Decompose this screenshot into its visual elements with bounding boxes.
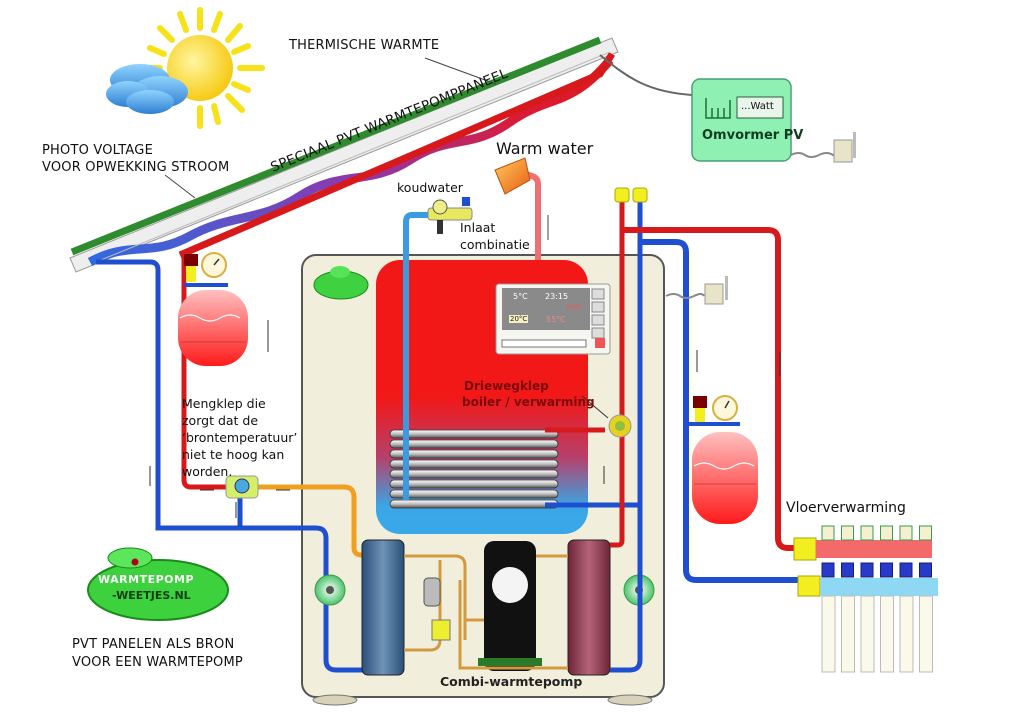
- clock-readout: 23:15: [545, 292, 569, 301]
- caption-line-2: VOOR EEN WARMTEPOMP: [72, 655, 243, 670]
- cabinet-foot: [607, 694, 653, 706]
- condenser-heat-exchanger: [567, 539, 611, 676]
- label-combi-warmtepomp: Combi-warmtepomp: [440, 674, 583, 689]
- mixing-valve-icon: [225, 475, 259, 499]
- air-vent-icon: [614, 187, 648, 203]
- inlet-valve-icon: [427, 197, 473, 234]
- label-vloerverwarming: Vloerverwarming: [786, 500, 906, 516]
- sensor-cable: [665, 293, 705, 299]
- floor-loop-pipe: [899, 595, 914, 673]
- callout-line-pv: [164, 174, 196, 199]
- floor-loop-pipe: [841, 595, 855, 673]
- antenna-module-icon: [704, 276, 728, 305]
- signal-bars-icon: [705, 98, 731, 119]
- filter-drier-icon: [423, 577, 441, 607]
- manifold-valve-cap: [919, 525, 932, 541]
- source-return-pipe: [96, 259, 240, 531]
- label-warm-water: Warm water: [496, 139, 594, 158]
- pressure-gauge-icon: [201, 252, 227, 278]
- manifold-valve-cap: [880, 525, 893, 541]
- controller-display[interactable]: [495, 283, 611, 355]
- logo-line-1: WARMTEPOMP: [98, 573, 195, 586]
- outdoor-temp: 5°C: [513, 292, 528, 301]
- floor-loop-pipe: [880, 595, 894, 673]
- floor-loop-pipe: [919, 595, 933, 673]
- manifold-valve-cap: [860, 525, 874, 541]
- mengklep-line: worden.: [182, 464, 233, 479]
- floor-loop-pipe: [821, 595, 836, 673]
- sun-icon: [139, 7, 265, 129]
- shower-head-icon: [494, 157, 531, 195]
- label-driewegklep: Driewegklep: [464, 379, 549, 393]
- pv-cable: [599, 54, 693, 96]
- callout-line-valve: [581, 395, 609, 419]
- label-inlaat-2: combinatie: [460, 237, 530, 252]
- logo-line-2: -WEETJES.NL: [112, 589, 191, 602]
- flow-meter: [821, 562, 835, 578]
- water-temp: 55°C: [546, 315, 566, 324]
- label-inlaat: Inlaat: [460, 220, 496, 235]
- mengklep-line: Mengklep die: [182, 396, 266, 411]
- flow-meter: [899, 562, 913, 578]
- inverter-box: [691, 78, 792, 162]
- evaporator-heat-exchanger: [361, 539, 405, 676]
- manifold-valve-cap: [899, 525, 913, 541]
- heating-return-pipe: [610, 200, 643, 673]
- circulation-pump-icon: [314, 574, 346, 606]
- mengklep-line: zorgt dat de: [182, 413, 259, 428]
- label-koudwater: koudwater: [397, 180, 463, 195]
- cloud-icon: [106, 64, 188, 114]
- source-hot-pipe: [181, 255, 228, 490]
- manifold-valve-cap: [821, 525, 835, 541]
- flow-meter: [919, 562, 932, 578]
- mixed-source-pipe: [256, 484, 363, 558]
- pressure-gauge-icon: [712, 395, 738, 421]
- floor-loop-pipe: [860, 595, 875, 673]
- floor-heating-loops: [821, 525, 933, 673]
- flow-meter: [880, 562, 893, 578]
- expansion-vessel-icon: [178, 290, 248, 366]
- flow-meter: [860, 562, 874, 578]
- label-thermische-warmte: THERMISCHE WARMTE: [289, 38, 440, 53]
- brand-logo: [87, 547, 229, 621]
- safety-valve-icon: [184, 254, 198, 282]
- mode-readout: SAVE: [566, 304, 582, 311]
- mengklep-note: Mengklep die zorgt dat de ‘brontemperatu…: [182, 395, 297, 480]
- flow-meter: [841, 562, 854, 578]
- antenna-module-icon: [833, 132, 856, 163]
- three-way-valve-icon: [608, 414, 632, 438]
- callout-line-thermal: [424, 57, 497, 85]
- floor-supply-pipe: [622, 227, 806, 551]
- mengklep-line: ‘brontemperatuur’: [182, 430, 298, 445]
- warm-water-pipe: [519, 169, 541, 260]
- caption-line-1: PVT PANELEN ALS BRON: [72, 637, 235, 652]
- label-omvormer: Omvormer PV: [702, 128, 804, 143]
- floor-return-pipe: [640, 239, 806, 583]
- inverter-watt-readout: ...Watt: [741, 101, 774, 112]
- mengklep-line: niet te hoog kan: [182, 447, 285, 462]
- label-driewegklep-2: boiler / verwarming: [462, 395, 595, 409]
- cabinet-logo: [313, 266, 369, 300]
- expansion-valve-icon: [431, 619, 451, 641]
- manifold-icon: [793, 537, 938, 597]
- label-photo-voltage-2: VOOR OPWEKKING STROOM: [42, 160, 230, 175]
- cabinet-foot: [312, 694, 358, 706]
- expansion-vessel-icon: [692, 432, 758, 524]
- manifold-valve-cap: [841, 525, 854, 541]
- safety-valve-icon: [693, 396, 707, 422]
- heating-supply-pipe: [610, 200, 625, 548]
- label-photo-voltage: PHOTO VOLTAGE: [42, 143, 153, 158]
- indoor-temp: 20°C: [509, 315, 529, 323]
- compressor-icon: [478, 541, 542, 671]
- cold-water-pipe: [403, 212, 440, 500]
